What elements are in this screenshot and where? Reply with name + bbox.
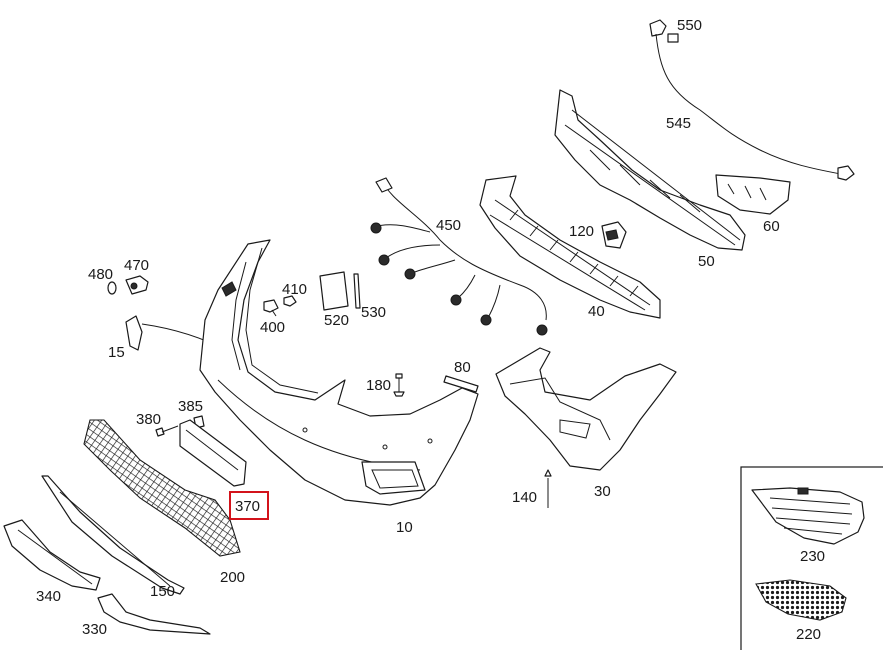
label-60[interactable]: 60 [763,218,780,235]
part-480-ring[interactable] [107,281,117,295]
part-470-sensor[interactable] [125,275,149,295]
label-180[interactable]: 180 [366,377,391,394]
label-520[interactable]: 520 [324,312,349,329]
part-10-bumper-cover[interactable] [199,239,479,506]
label-545[interactable]: 545 [666,115,691,132]
part-230-grille[interactable] [751,487,865,545]
label-10[interactable]: 10 [396,519,413,536]
label-30[interactable]: 30 [594,483,611,500]
part-530-clip[interactable] [353,273,361,309]
label-530[interactable]: 530 [361,304,386,321]
label-410[interactable]: 410 [282,281,307,298]
label-40[interactable]: 40 [588,303,605,320]
part-400-bolt[interactable] [263,299,279,317]
label-450[interactable]: 450 [436,217,461,234]
label-150[interactable]: 150 [150,583,175,600]
part-30-side-part[interactable] [495,347,677,471]
highlight-box-370 [229,491,269,520]
label-200[interactable]: 200 [220,569,245,586]
label-230[interactable]: 230 [800,548,825,565]
label-385[interactable]: 385 [178,398,203,415]
label-220[interactable]: 220 [796,626,821,643]
part-545-cable[interactable] [655,33,847,176]
label-80[interactable]: 80 [454,359,471,376]
label-370[interactable]: 370 [235,498,260,515]
inset-frame [740,466,883,650]
part-410-bolt[interactable] [283,295,297,307]
label-15[interactable]: 15 [108,344,125,361]
part-140-pin[interactable] [544,469,552,508]
part-330-lip[interactable] [97,593,211,635]
part-40-absorber[interactable] [479,175,661,319]
label-50[interactable]: 50 [698,253,715,270]
part-200-grille[interactable] [83,419,241,557]
part-180-screw[interactable] [393,373,405,397]
part-545-cable-connector[interactable] [837,165,855,181]
part-520-module[interactable] [319,271,349,311]
part-80-strip[interactable] [443,375,479,393]
label-380[interactable]: 380 [136,411,161,428]
label-470[interactable]: 470 [124,257,149,274]
label-400[interactable]: 400 [260,319,285,336]
label-480[interactable]: 480 [88,266,113,283]
part-220-mesh[interactable] [755,579,847,621]
part-60-bracket[interactable] [715,174,791,215]
label-120[interactable]: 120 [569,223,594,240]
part-15-cover[interactable] [125,315,143,351]
part-550-clip[interactable] [649,19,679,43]
label-340[interactable]: 340 [36,588,61,605]
label-140[interactable]: 140 [512,489,537,506]
label-330[interactable]: 330 [82,621,107,638]
part-450-wiring-harness[interactable] [370,177,548,336]
part-380-screw[interactable] [155,425,179,437]
label-550[interactable]: 550 [677,17,702,34]
part-370-bracket[interactable] [179,419,247,487]
